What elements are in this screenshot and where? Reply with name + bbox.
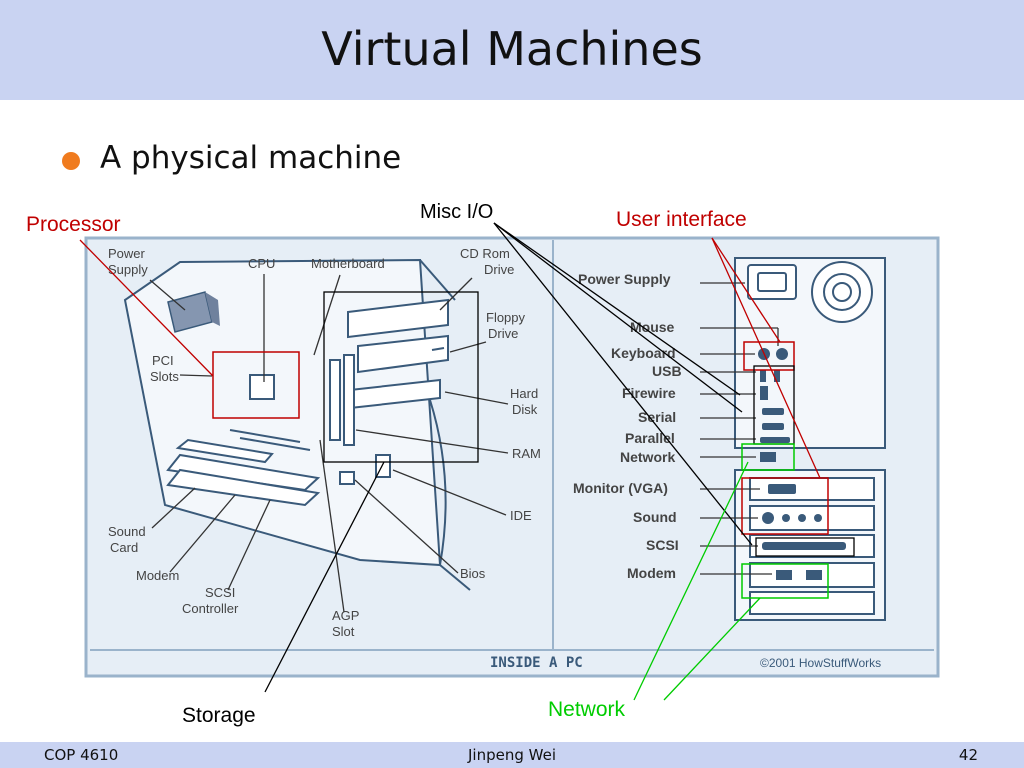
port-shapes <box>758 348 846 580</box>
processor-label: Processor <box>26 213 121 236</box>
footer: COP 4610 Jinpeng Wei 42 <box>0 742 1024 768</box>
label-floppy-2: Drive <box>488 326 518 341</box>
pc-diagram: Power Supply CPU Motherboard CD Rom Driv… <box>26 201 940 727</box>
label-floppy-1: Floppy <box>486 310 526 325</box>
label-ram: RAM <box>512 446 541 461</box>
power-supply-block <box>167 291 220 333</box>
label-rp-monitor: Monitor (VGA) <box>573 480 668 496</box>
bullet-text: A physical machine <box>100 140 402 176</box>
title-bar <box>0 0 1024 100</box>
label-bios: Bios <box>460 566 486 581</box>
misc-io-label: Misc I/O <box>420 201 493 223</box>
footer-page-number: 42 <box>958 746 978 764</box>
bullet-dot-icon <box>62 152 80 170</box>
label-rp-mouse: Mouse <box>630 319 675 335</box>
label-cd-rom-1: CD Rom <box>460 246 510 261</box>
storage-label: Storage <box>182 704 256 727</box>
label-rp-usb: USB <box>652 363 682 379</box>
scsi-box <box>755 537 855 557</box>
processor-box <box>212 351 300 419</box>
network-port-box <box>741 443 795 471</box>
label-rp-parallel: Parallel <box>625 430 675 446</box>
slide-title: Virtual Machines <box>321 22 703 76</box>
label-hard-disk-2: Disk <box>512 402 538 417</box>
figure-copyright: ©2001 HowStuffWorks <box>760 656 881 670</box>
back-panel <box>734 257 886 621</box>
label-pci-1: PCI <box>152 353 174 368</box>
label-modem-left: Modem <box>136 568 179 583</box>
label-rp-power-supply: Power Supply <box>578 271 671 287</box>
label-agp-2: Slot <box>332 624 355 639</box>
label-hard-disk-1: Hard <box>510 386 538 401</box>
label-power-supply-1: Power <box>108 246 146 261</box>
annotation-arrows <box>79 222 821 701</box>
label-cd-rom-2: Drive <box>484 262 514 277</box>
label-rp-sound: Sound <box>633 509 677 525</box>
label-rp-firewire: Firewire <box>622 385 676 401</box>
footer-course: COP 4610 <box>44 746 119 764</box>
label-ide: IDE <box>510 508 532 523</box>
left-leader-lines <box>149 274 509 613</box>
network-label: Network <box>548 698 626 721</box>
label-motherboard: Motherboard <box>311 256 385 271</box>
label-rp-network: Network <box>620 449 675 465</box>
label-rp-modem: Modem <box>627 565 676 581</box>
pc-case <box>123 258 471 591</box>
left-labels: Power Supply CPU Motherboard CD Rom Driv… <box>108 246 541 639</box>
label-sound-card-2: Card <box>110 540 138 555</box>
label-pci-2: Slots <box>150 369 179 384</box>
label-power-supply-2: Supply <box>108 262 148 277</box>
monitor-sound-box <box>741 477 829 535</box>
label-rp-scsi: SCSI <box>646 537 679 553</box>
label-cpu: CPU <box>248 256 275 271</box>
mouse-keyboard-box <box>743 341 795 371</box>
modem-port-box <box>741 563 829 599</box>
user-interface-label: User interface <box>616 208 747 231</box>
label-scsi-controller-2: Controller <box>182 601 239 616</box>
label-rp-keyboard: Keyboard <box>611 345 676 361</box>
right-leader-lines <box>700 282 779 575</box>
label-sound-card-1: Sound <box>108 524 146 539</box>
label-rp-serial: Serial <box>638 409 676 425</box>
footer-author: Jinpeng Wei <box>468 746 556 764</box>
label-agp-1: AGP <box>332 608 359 623</box>
figure-caption: INSIDE A PC <box>490 655 583 671</box>
storage-box <box>323 291 479 463</box>
label-scsi-controller-1: SCSI <box>205 585 235 600</box>
